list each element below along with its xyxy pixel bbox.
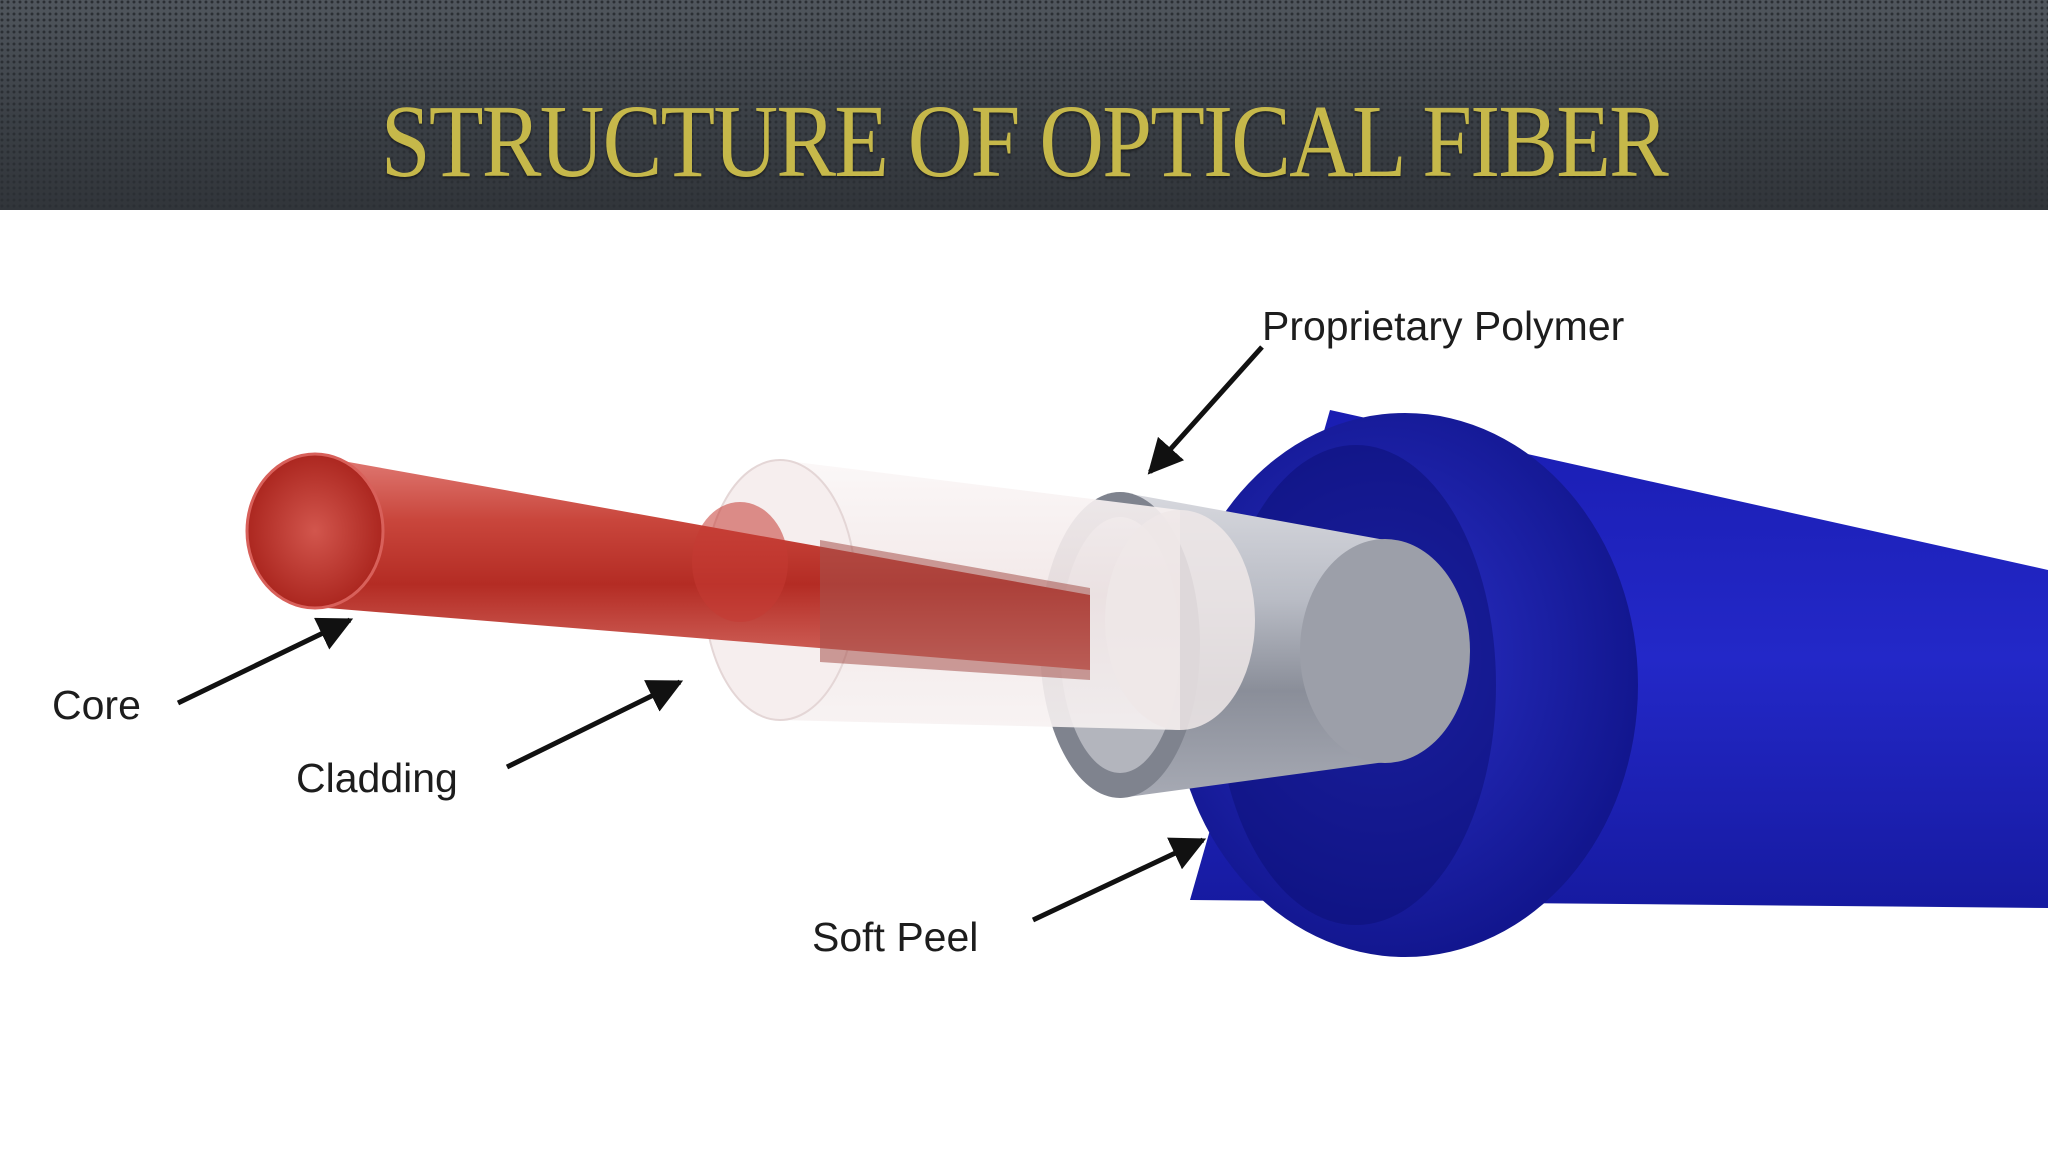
soft-peel-arrow: [1031, 837, 1207, 923]
title-bar: STRUCTURE OF OPTICAL FIBER: [0, 0, 2048, 210]
polymer-arrow: [1147, 345, 1264, 475]
cladding-label: Cladding: [296, 755, 458, 801]
soft-peel-label: Soft Peel: [812, 914, 978, 960]
core-arrow: [176, 617, 354, 706]
fiber-diagram-svg: Core Cladding Soft Peel Proprietary Poly…: [52, 303, 2048, 960]
cladding-arrow: [505, 679, 684, 770]
slide-title: STRUCTURE OF OPTICAL FIBER: [380, 84, 1669, 199]
core-layer: [245, 452, 1090, 680]
core-label: Core: [52, 682, 141, 728]
proprietary-polymer-label: Proprietary Polymer: [1262, 303, 1624, 349]
fiber-diagram: Core Cladding Soft Peel Proprietary Poly…: [0, 210, 2048, 1152]
